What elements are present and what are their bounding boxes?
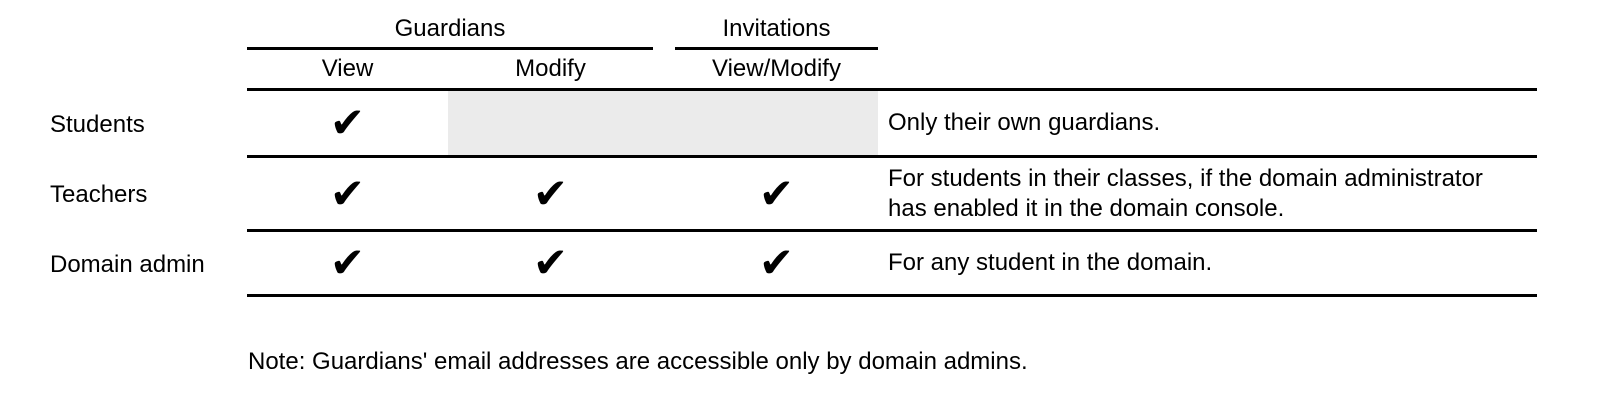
cell-students-guardians-view: ✔ — [247, 91, 448, 158]
domain-admin-row-gap — [653, 232, 675, 297]
cell-students-disabled-block — [448, 91, 878, 158]
check-icon: ✔ — [329, 168, 366, 218]
check-icon: ✔ — [532, 168, 569, 218]
column-header-view: View — [247, 50, 448, 91]
teachers-row-gap — [653, 158, 675, 232]
cell-teachers-invitations-view-modify: ✔ — [675, 158, 878, 232]
subheader-spacer — [0, 50, 247, 91]
cell-teachers-guardians-view: ✔ — [247, 158, 448, 232]
row-label-students: Students — [50, 110, 145, 138]
check-icon: ✔ — [329, 238, 366, 287]
note-domain-admin: For any student in the domain. — [878, 232, 1537, 297]
cell-domain-admin-guardians-view: ✔ — [247, 232, 448, 297]
note-teachers: For students in their classes, if the do… — [878, 158, 1537, 232]
group-header-guardians: Guardians — [247, 10, 653, 50]
check-icon: ✔ — [329, 98, 366, 147]
cell-domain-admin-guardians-modify: ✔ — [448, 232, 653, 297]
row-label-teachers: Teachers — [50, 181, 148, 208]
permissions-table: Guardians Invitations View Modify View/M… — [0, 10, 1537, 297]
cell-domain-admin-invitations-view-modify: ✔ — [675, 232, 878, 297]
check-icon: ✔ — [532, 238, 569, 287]
group-header-notes-spacer — [878, 10, 1537, 50]
cell-teachers-guardians-modify: ✔ — [448, 158, 653, 232]
subheader-gap — [653, 50, 675, 91]
subheader-notes-spacer — [878, 50, 1537, 91]
group-header-gap — [653, 10, 675, 50]
column-header-view-modify: View/Modify — [675, 50, 878, 91]
column-header-modify: Modify — [448, 50, 653, 91]
check-icon: ✔ — [758, 238, 795, 287]
group-header-spacer — [0, 10, 247, 50]
footer-note: Note: Guardians' email addresses are acc… — [248, 348, 1028, 375]
row-label-domain-admin: Domain admin — [50, 250, 205, 278]
check-icon: ✔ — [758, 168, 795, 218]
group-header-invitations: Invitations — [675, 10, 878, 50]
note-students: Only their own guardians. — [878, 91, 1537, 158]
